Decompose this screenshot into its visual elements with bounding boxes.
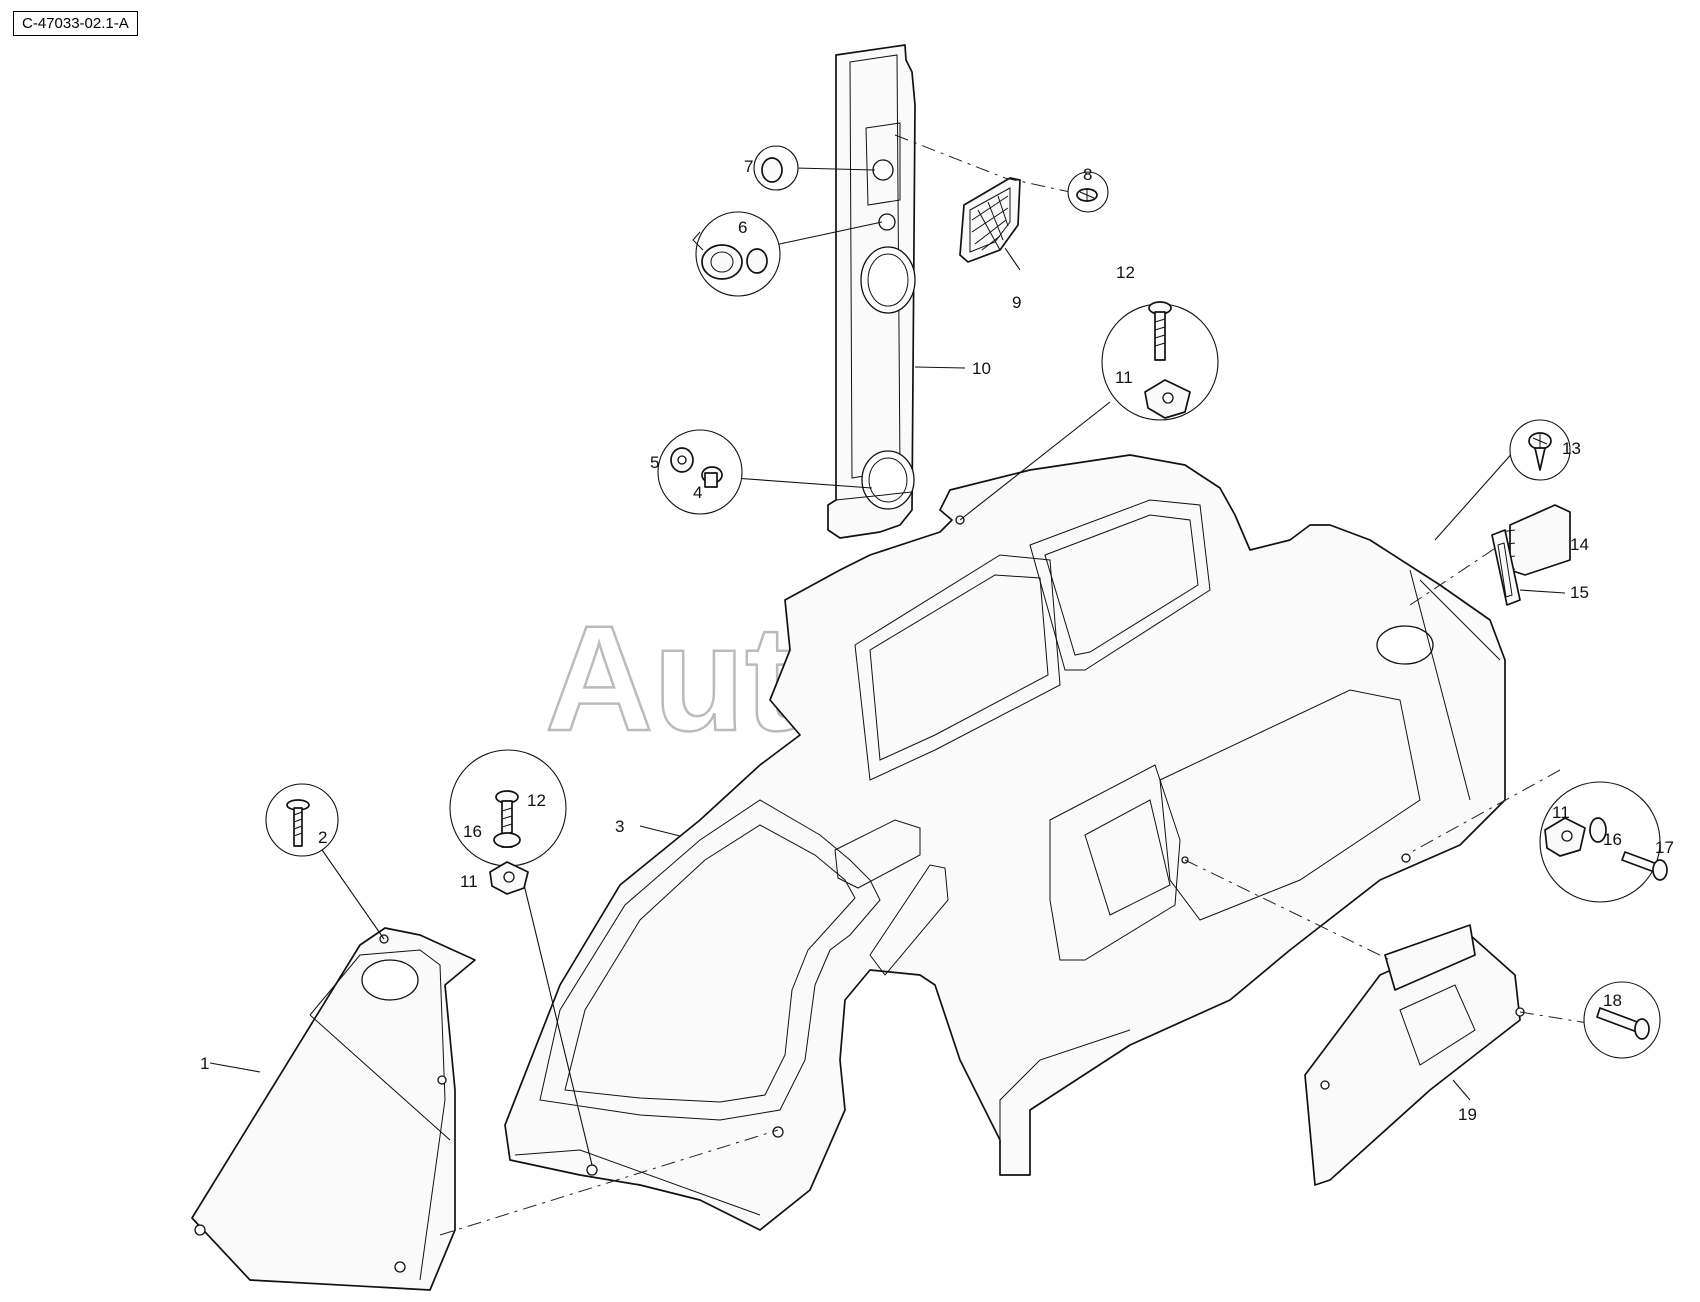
callout-number-12-top: 12 <box>1116 263 1135 282</box>
speaker-grille <box>959 177 1021 263</box>
callout-number-2: 2 <box>318 828 327 847</box>
mounting-bracket <box>1491 529 1521 606</box>
callout-number-4: 4 <box>693 483 702 502</box>
bolt-head-icon <box>701 466 723 488</box>
self-tapping-screw-icon <box>1528 432 1552 471</box>
callout-number-14: 14 <box>1570 535 1589 554</box>
callout-number-17: 17 <box>1655 838 1674 857</box>
bolt-icon <box>1148 301 1172 361</box>
screw-icon <box>286 799 310 847</box>
clip-nut-icon-3 <box>1544 817 1586 857</box>
drawing-code-label: C-47033-02.1-A <box>13 11 138 36</box>
dashboard-main-body <box>504 454 1506 1231</box>
pillar-trim-panel <box>827 44 916 539</box>
bolt-icon-2 <box>495 790 519 848</box>
washer-icon <box>670 447 694 473</box>
callout-number-7: 7 <box>744 157 753 176</box>
left-side-panel <box>191 927 476 1291</box>
callout-number-8: 8 <box>1083 165 1092 184</box>
clip-nut-icon <box>1144 379 1191 419</box>
callout-number-11-right: 11 <box>1552 803 1570 822</box>
washer-icon-3 <box>1589 817 1607 843</box>
callout-number-16-right: 16 <box>1603 830 1622 849</box>
callout-number-13: 13 <box>1562 439 1581 458</box>
callout-number-12-left: 12 <box>527 791 546 810</box>
washer-icon-2 <box>493 832 521 848</box>
bolt-icon-3 <box>1621 851 1668 881</box>
screw-head-icon <box>1076 188 1098 202</box>
callout-number-11-left: 11 <box>460 872 478 891</box>
callout-number-3: 3 <box>615 817 624 836</box>
bolt-icon-4 <box>1596 1007 1650 1040</box>
callout-number-18: 18 <box>1603 991 1622 1010</box>
right-lower-cover <box>1304 924 1525 1186</box>
callout-number-5: 5 <box>650 453 659 472</box>
callout-number-16-left: 16 <box>463 822 482 841</box>
callout-number-10: 10 <box>972 359 991 378</box>
clip-nut-icon-2 <box>489 861 529 895</box>
callout-number-1: 1 <box>200 1054 209 1073</box>
callout-number-9: 9 <box>1012 293 1021 312</box>
grommet-icon <box>761 157 783 183</box>
callout-number-6: 6 <box>738 218 747 237</box>
callout-number-11-top: 11 <box>1115 368 1133 387</box>
callout-number-19: 19 <box>1458 1105 1477 1124</box>
callout-number-15: 15 <box>1570 583 1589 602</box>
power-socket-icon <box>692 231 768 280</box>
